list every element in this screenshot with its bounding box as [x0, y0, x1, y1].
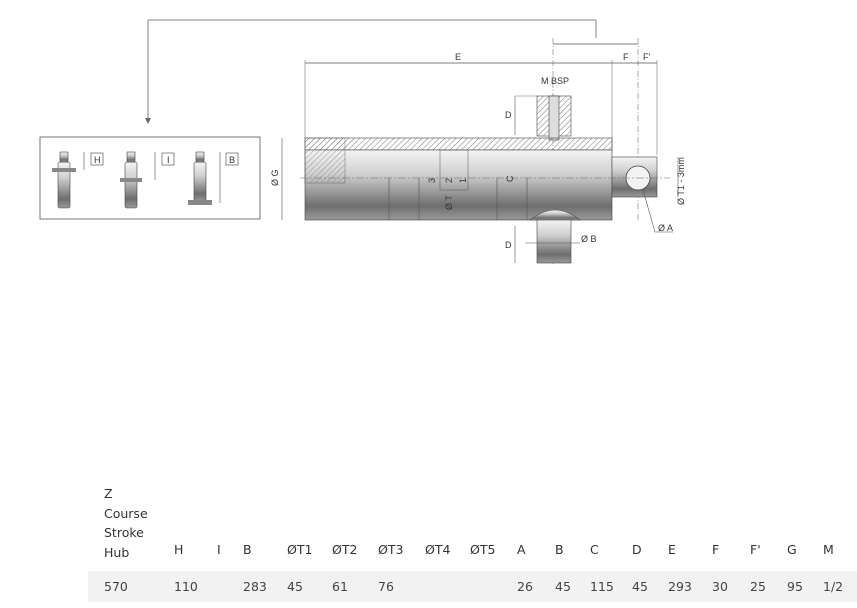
column-header: ØT1 [287, 542, 313, 557]
column-header: E [668, 542, 676, 557]
table-cell: 26 [517, 579, 533, 594]
column-header: F' [750, 542, 761, 557]
column-header: A [517, 542, 526, 557]
mounting-inset: H I B [39, 136, 261, 220]
table-cell: 293 [668, 579, 692, 594]
table-cell: 283 [243, 579, 267, 594]
svg-text:F': F' [643, 52, 650, 62]
svg-text:Ø T1 - 3mm: Ø T1 - 3mm [676, 157, 686, 205]
table-cell: 570 [104, 579, 128, 594]
column-header: F [712, 542, 720, 557]
column-header: G [787, 542, 797, 557]
table-cell: 45 [287, 579, 303, 594]
table-cell: 76 [378, 579, 394, 594]
inset-cylinder-i: I [120, 151, 175, 209]
table-cell: 115 [590, 579, 614, 594]
cylinder-technical-drawing: H I B E F F' M BSP [39, 19, 686, 265]
svg-text:D: D [505, 240, 512, 250]
table-cell: 45 [555, 579, 571, 594]
svg-text:M BSP: M BSP [541, 76, 569, 86]
column-header: ØT2 [332, 542, 358, 557]
table-cell: 110 [174, 579, 198, 594]
svg-text:F: F [623, 52, 629, 62]
stroke-header: Z Course Stroke Hub [104, 484, 148, 562]
svg-text:Ø G: Ø G [270, 169, 280, 186]
svg-text:B: B [229, 155, 235, 165]
column-header: B [243, 542, 252, 557]
svg-text:Ø B: Ø B [581, 234, 597, 244]
column-header: ØT3 [378, 542, 404, 557]
header-hub: Hub [104, 544, 130, 560]
column-header: M [823, 542, 834, 557]
svg-text:Ø A: Ø A [658, 223, 673, 233]
column-header: C [590, 542, 599, 557]
header-course: Course [104, 505, 148, 521]
svg-text:C: C [505, 175, 515, 182]
svg-text:E: E [455, 52, 461, 62]
column-header: D [632, 542, 642, 557]
svg-text:H: H [94, 155, 101, 165]
header-z: Z [104, 486, 113, 501]
leader-line [147, 19, 597, 120]
svg-text:2: 2 [444, 178, 454, 183]
header-stroke: Stroke [104, 525, 144, 540]
column-header: ØT5 [470, 542, 496, 557]
svg-text:D: D [505, 110, 512, 120]
table-cell: 30 [712, 579, 728, 594]
main-cylinder: E F F' M BSP D D Ø B [270, 38, 686, 265]
table-cell: 1/2 [823, 579, 844, 594]
table-cell: 95 [787, 579, 803, 594]
inset-cylinder-b: B [188, 151, 239, 205]
table-cell: 61 [332, 579, 348, 594]
table-cell: 25 [750, 579, 766, 594]
column-header: H [174, 542, 184, 557]
column-header: I [217, 542, 221, 557]
column-header: ØT4 [425, 542, 451, 557]
column-header: B [555, 542, 564, 557]
svg-text:1: 1 [458, 178, 468, 183]
table-cell: 45 [632, 579, 648, 594]
table-row [88, 571, 857, 602]
svg-text:I: I [167, 155, 170, 165]
svg-text:Ø T: Ø T [444, 195, 454, 210]
inset-cylinder-h: H [52, 151, 104, 209]
svg-text:3: 3 [427, 178, 437, 183]
